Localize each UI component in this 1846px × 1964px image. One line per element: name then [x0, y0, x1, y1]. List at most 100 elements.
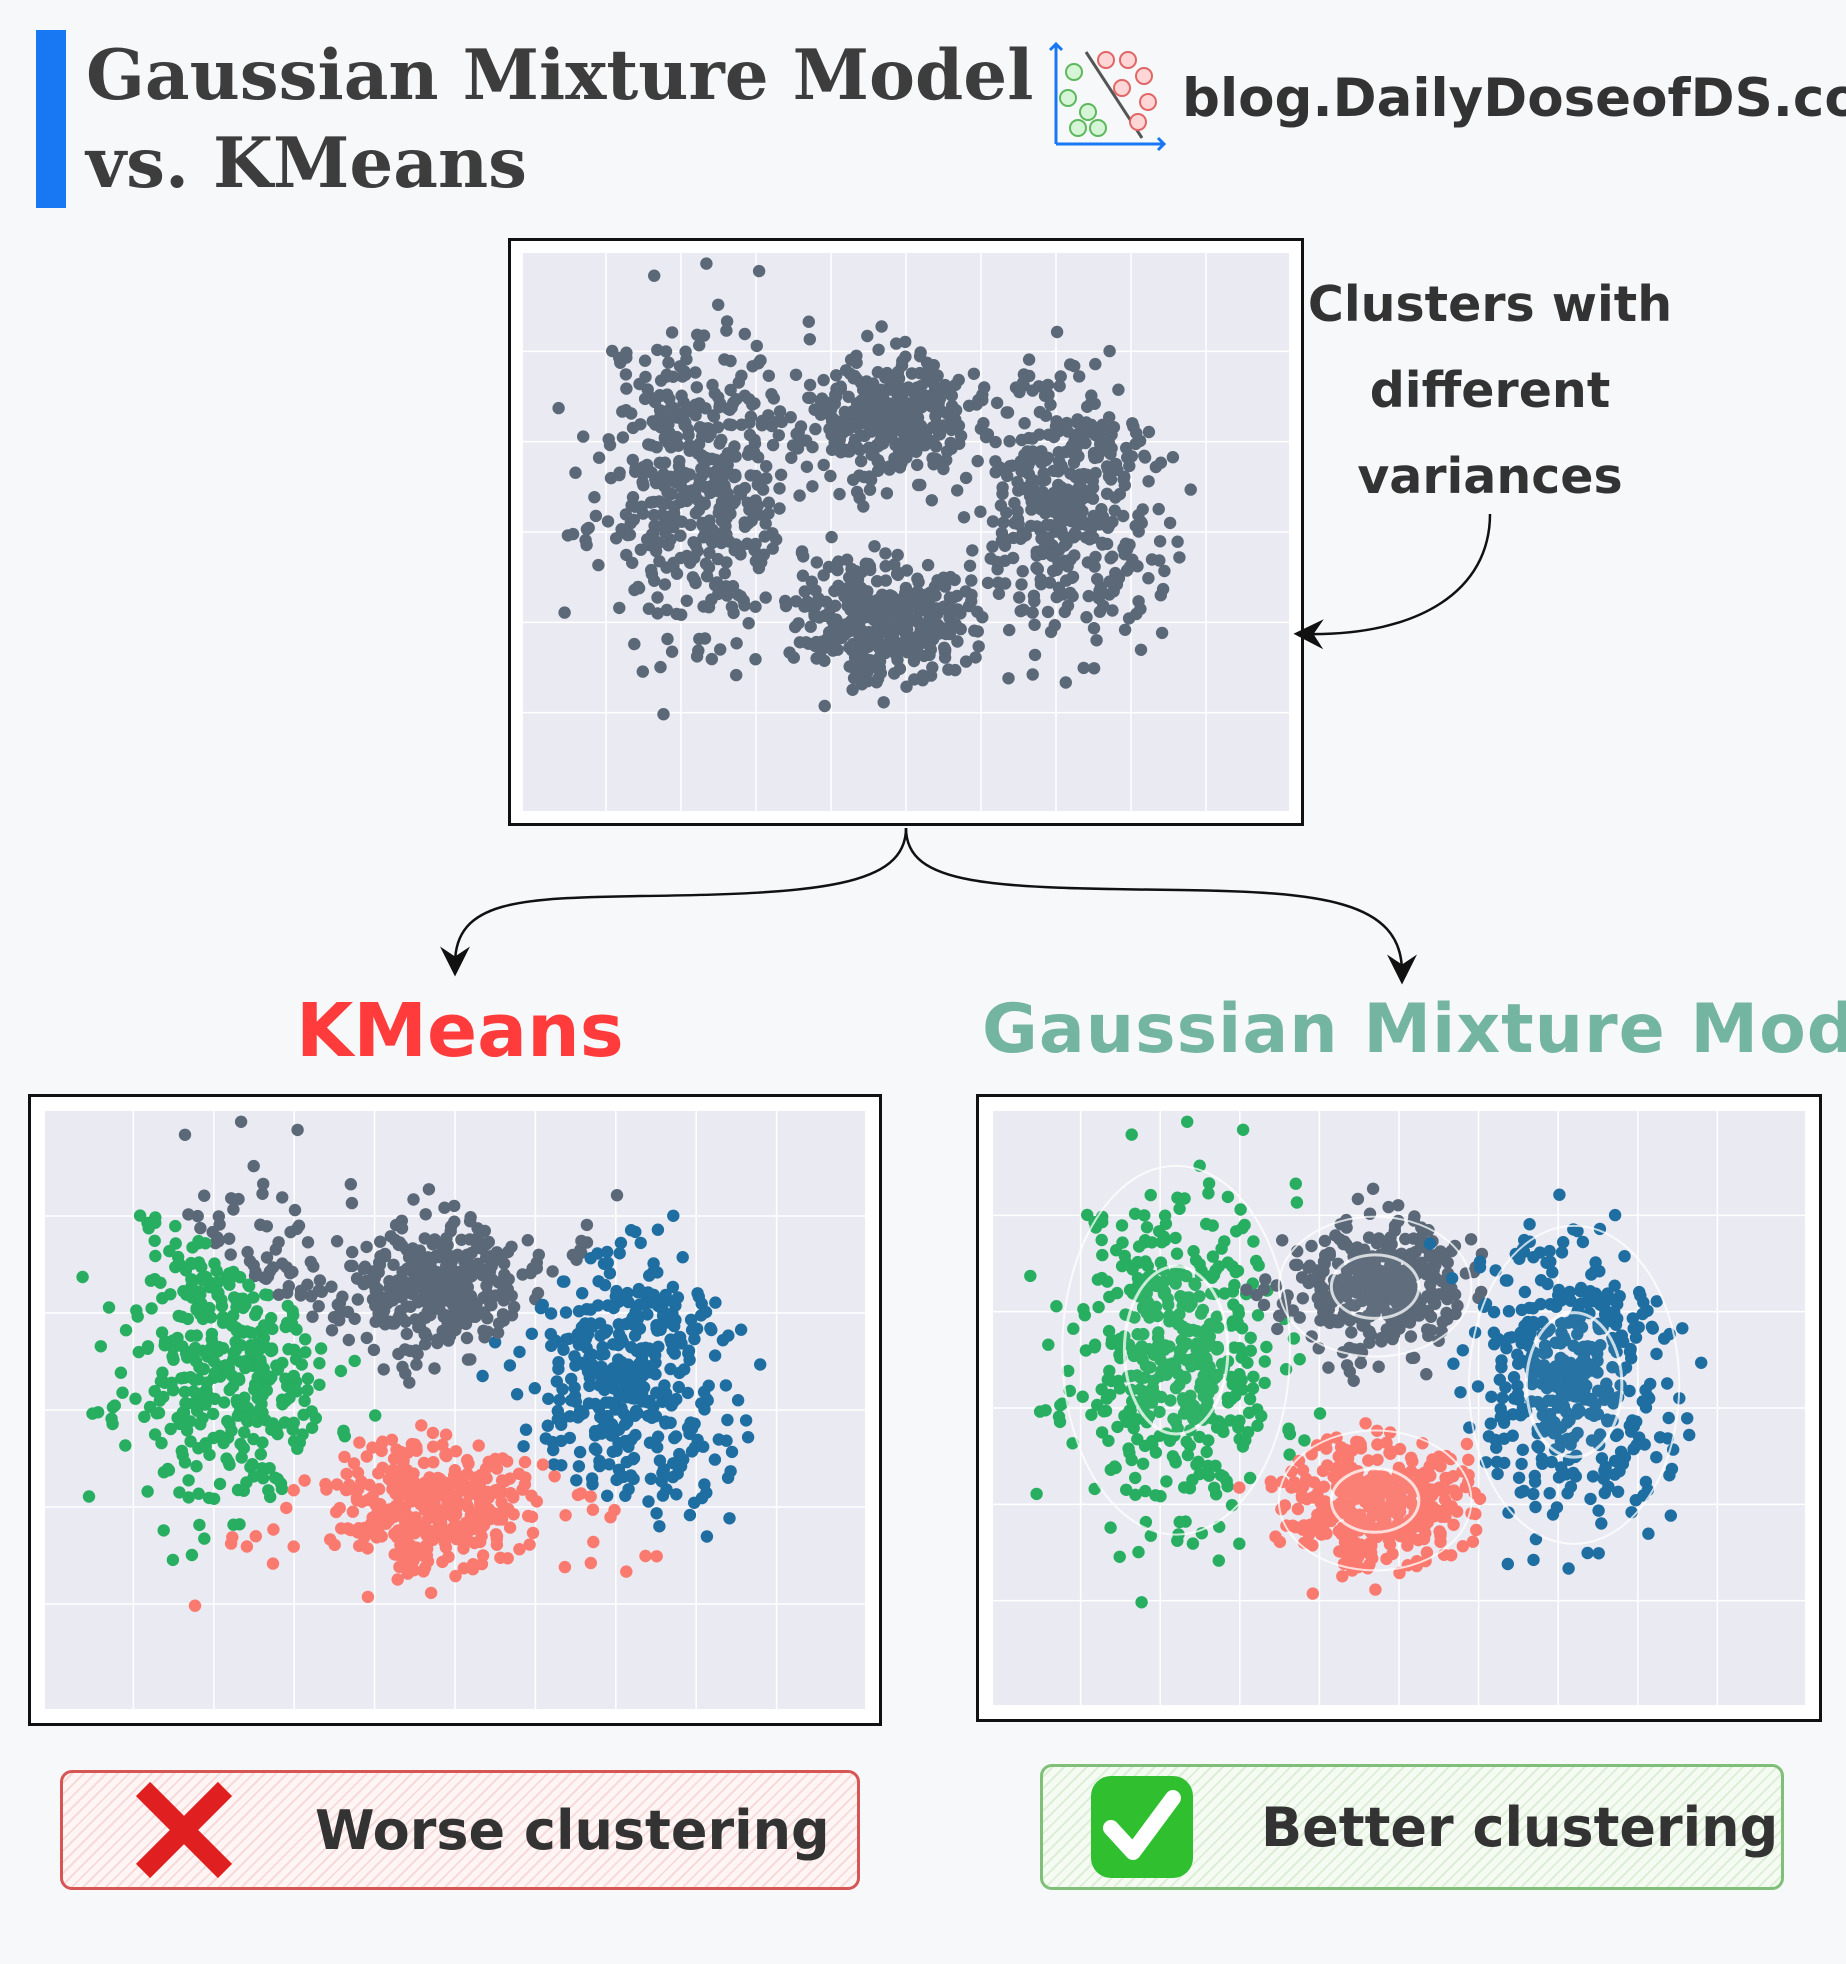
scatter-point [1193, 1467, 1206, 1481]
scatter-point [599, 1396, 612, 1409]
scatter-point [1133, 434, 1147, 448]
scatter-point [1152, 1326, 1165, 1339]
scatter-point [721, 447, 735, 460]
scatter-point [699, 1305, 713, 1319]
scatter-point [298, 1474, 311, 1487]
scatter-point [1081, 468, 1094, 481]
scatter-point [1085, 1408, 1098, 1421]
scatter-point [762, 369, 775, 382]
scatter-point [219, 1359, 232, 1372]
scatter-point [1591, 1366, 1604, 1379]
scatter-point [1134, 643, 1148, 656]
scatter-point [825, 443, 839, 456]
scatter-point [141, 1485, 154, 1498]
scatter-point [627, 513, 640, 526]
scatter-point [1180, 1269, 1193, 1283]
scatter-point [1113, 487, 1126, 501]
scatter-point [802, 391, 815, 404]
scatter-point [240, 1540, 254, 1553]
scatter-point [1273, 1535, 1287, 1549]
scatter-point [476, 1549, 490, 1562]
scatter-point [1155, 626, 1169, 640]
scatter-point [1170, 1270, 1184, 1283]
cluster-group [928, 325, 1197, 689]
scatter-point [833, 424, 847, 438]
scatter-point [281, 1299, 294, 1313]
scatter-point [569, 466, 582, 479]
scatter-point [1172, 1367, 1185, 1381]
scatter-point [870, 575, 884, 588]
scatter-point [1464, 1233, 1478, 1246]
scatter-point [933, 428, 947, 441]
scatter-point [1405, 1279, 1418, 1293]
scatter-point [1233, 1414, 1246, 1427]
scatter-point [338, 1450, 351, 1464]
scatter-point [832, 579, 845, 592]
scatter-point [341, 1522, 354, 1535]
scatter-point [1202, 1187, 1215, 1200]
scatter-point [256, 1472, 270, 1485]
scatter-point [1650, 1295, 1663, 1308]
scatter-point [552, 1362, 565, 1376]
scatter-point [230, 1301, 243, 1314]
scatter-point [1044, 398, 1057, 411]
scatter-point [351, 1293, 364, 1306]
scatter-point [871, 455, 884, 468]
scatter-point [705, 1323, 718, 1337]
scatter-point [1618, 1250, 1631, 1263]
scatter-point [731, 1394, 745, 1407]
scatter-point [1571, 1224, 1584, 1238]
scatter-point [373, 1256, 386, 1269]
scatter-point [863, 483, 877, 496]
scatter-point [1150, 1343, 1163, 1357]
scatter-point [346, 1505, 360, 1518]
scatter-point [1086, 492, 1100, 505]
scatter-point [563, 1431, 576, 1445]
scatter-point [1164, 1394, 1177, 1407]
scatter-point [449, 1569, 462, 1583]
kmeans-plot-frame [28, 1094, 882, 1726]
scatter-point [173, 1486, 186, 1499]
scatter-point [559, 1509, 572, 1522]
scatter-point [1193, 1258, 1206, 1271]
scatter-point [1555, 1293, 1568, 1306]
scatter-point [1110, 578, 1124, 591]
scatter-point [1132, 1240, 1146, 1253]
scatter-point [1454, 1386, 1467, 1399]
scatter-point [238, 1399, 252, 1412]
scatter-point [1144, 1361, 1157, 1374]
scatter-point [959, 471, 973, 485]
scatter-point [395, 1214, 408, 1227]
brand-url[interactable]: blog.DailyDoseofDS.com [1182, 68, 1846, 129]
scatter-point [175, 1444, 188, 1458]
scatter-point [1363, 1558, 1376, 1571]
scatter-point [1139, 1484, 1152, 1498]
scatter-point [448, 1199, 461, 1213]
scatter-point [1683, 1428, 1696, 1442]
scatter-point [908, 387, 921, 400]
scatter-point [397, 1535, 410, 1549]
scatter-point [1511, 1348, 1524, 1361]
scatter-point [291, 1123, 304, 1137]
scatter-point [314, 1342, 328, 1355]
scatter-point [1052, 1410, 1066, 1423]
scatter-point [1140, 1287, 1153, 1300]
scatter-point [490, 1462, 504, 1475]
scatter-point [1384, 1426, 1397, 1439]
scatter-point [458, 1255, 471, 1268]
scatter-point [664, 1333, 677, 1346]
scatter-point [809, 422, 822, 436]
scatter-point [488, 1486, 501, 1499]
scatter-point [620, 1565, 633, 1578]
scatter-point [475, 1530, 488, 1543]
scatter-point [1546, 1266, 1559, 1279]
scatter-point [1420, 1546, 1434, 1559]
scatter-point [1460, 1437, 1474, 1451]
scatter-point [587, 1535, 600, 1549]
scatter-point [217, 1436, 230, 1450]
scatter-point [616, 405, 629, 418]
scatter-point [501, 1245, 515, 1259]
scatter-point [622, 1295, 635, 1309]
scatter-point [1432, 1484, 1445, 1497]
scatter-point [1049, 518, 1063, 532]
